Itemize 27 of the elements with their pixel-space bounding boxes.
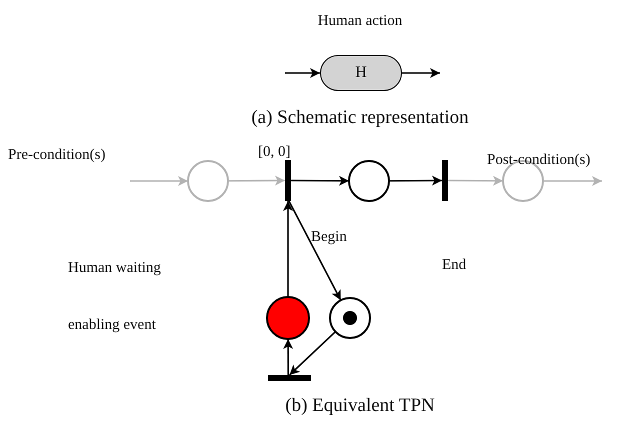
arrow (389, 176, 442, 186)
arrow (283, 339, 294, 375)
transition-bar (285, 160, 291, 201)
figure-caption: (b) Equivalent TPN (285, 395, 435, 417)
node-caption: Begin (311, 228, 347, 246)
action-pill (320, 55, 402, 91)
node-caption: Post-condition(s) (487, 151, 590, 169)
arrow (228, 176, 285, 186)
annotation-text: enabling event (68, 316, 156, 334)
arrow (291, 176, 349, 186)
figure-caption: (a) Schematic representation (251, 107, 469, 129)
annotation-text: Pre-condition(s) (8, 146, 106, 164)
node-caption: Human action (318, 12, 402, 30)
arrow (543, 176, 602, 186)
arrow (288, 331, 336, 376)
transition-bar (442, 160, 448, 201)
arrow (402, 68, 440, 78)
arrow (448, 176, 503, 186)
arrow (288, 200, 342, 301)
node-caption: [0, 0] (258, 143, 290, 161)
arrow (283, 201, 293, 297)
node-caption: End (442, 256, 466, 274)
node-label: H (355, 64, 367, 82)
arrow (130, 176, 188, 186)
arrow (285, 68, 320, 78)
annotation-text: Human waiting (68, 259, 161, 277)
transition-bar (268, 375, 311, 381)
